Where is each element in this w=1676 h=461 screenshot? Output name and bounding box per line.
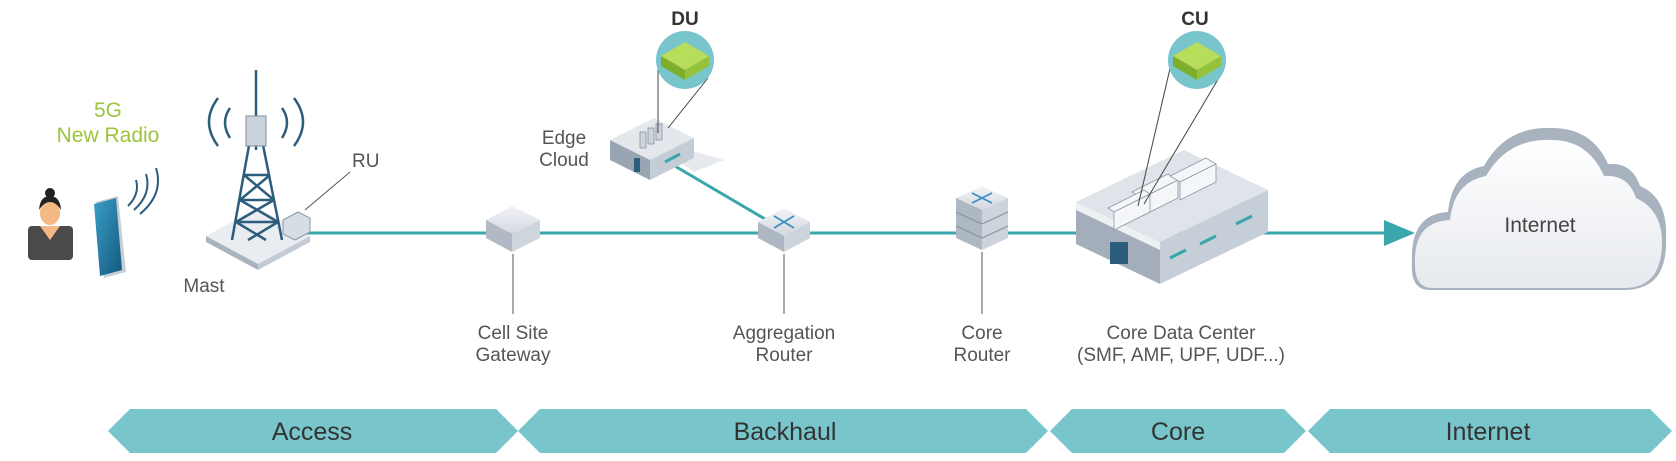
- aggregation-router-icon: [758, 208, 810, 252]
- du-label: DU: [671, 9, 698, 30]
- ru-leader: [304, 171, 351, 211]
- segment-core-label: Core: [1151, 418, 1205, 446]
- cell-site-gateway-icon: [486, 206, 540, 252]
- cell-site-label-1: Cell Site: [478, 323, 549, 344]
- segment-core: Core: [1050, 409, 1306, 453]
- segment-access-label: Access: [272, 418, 353, 446]
- core-router-icon: [955, 186, 1009, 250]
- new-radio-label-1: 5G: [94, 99, 122, 122]
- core-router-label-1: Core: [961, 323, 1002, 344]
- du-badge-icon: [656, 31, 714, 89]
- internet-cloud-label: Internet: [1504, 214, 1575, 237]
- mast-icon: [206, 70, 311, 270]
- segment-internet-label: Internet: [1446, 418, 1531, 446]
- core-router-label-2: Router: [953, 345, 1011, 366]
- cell-site-label-2: Gateway: [476, 345, 551, 366]
- user-icon: [28, 188, 73, 260]
- core-dc-label-2: (SMF, AMF, UPF, UDF...): [1077, 345, 1285, 366]
- new-radio-label-2: New Radio: [57, 124, 160, 147]
- segment-backhaul: Backhaul: [518, 409, 1048, 453]
- segment-internet: Internet: [1308, 409, 1672, 453]
- aggregation-label-1: Aggregation: [733, 323, 835, 344]
- internet-cloud-icon: [1411, 127, 1667, 291]
- cu-leader-1: [1137, 59, 1173, 207]
- phone-icon: [94, 167, 159, 278]
- edge-cloud-building-icon: [610, 118, 724, 180]
- edge-cloud-label-1: Edge: [542, 128, 586, 149]
- cu-label: CU: [1181, 9, 1208, 30]
- aggregation-label-2: Router: [755, 345, 813, 366]
- mast-label: Mast: [183, 276, 225, 297]
- segment-access: Access: [108, 409, 518, 453]
- segment-backhaul-label: Backhaul: [734, 418, 837, 446]
- ru-label: RU: [352, 151, 379, 172]
- cu-leader-2: [1143, 75, 1221, 205]
- arrow-head-icon: [1384, 220, 1415, 246]
- segment-bar: Access Backhaul Core Internet: [108, 409, 1672, 453]
- core-dc-label-1: Core Data Center: [1107, 323, 1257, 344]
- edge-cloud-label-2: Cloud: [539, 150, 589, 171]
- du-leader-2: [667, 77, 709, 129]
- core-data-center-icon: [1076, 150, 1268, 284]
- cu-badge-icon: [1168, 31, 1226, 89]
